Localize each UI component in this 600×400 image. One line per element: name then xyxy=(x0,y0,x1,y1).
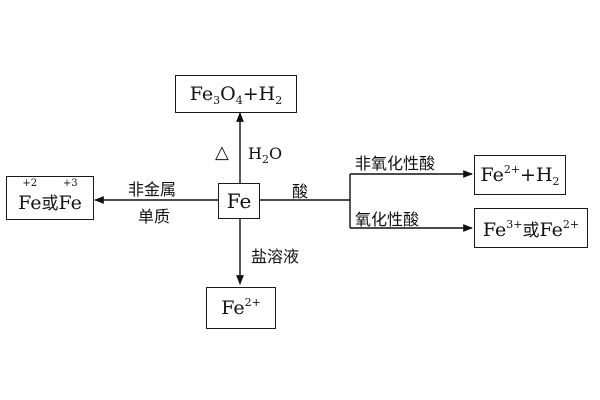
water-h: H xyxy=(248,144,262,163)
center-fe-box: Fe xyxy=(218,183,260,219)
h-subscript: 2 xyxy=(275,94,283,107)
oxidation-state-plus3: +3 xyxy=(62,177,78,189)
nonmetal-reagent-line1: 非金属 xyxy=(128,180,177,199)
fe3-charge: 3+ xyxy=(506,217,523,231)
center-fe-label: Fe xyxy=(226,189,252,213)
heat-condition-symbol: △ xyxy=(215,142,229,163)
water-sub: 2 xyxy=(261,153,269,166)
right-upper-formula: Fe2++H2 xyxy=(480,163,560,188)
top-product-formula: Fe3O4+H2 xyxy=(189,83,283,107)
bottom-product-box: Fe2+ xyxy=(206,287,276,329)
water-o: O xyxy=(268,144,283,163)
right-upper-product-box: Fe2++H2 xyxy=(474,155,566,195)
top-product-box: Fe3O4+H2 xyxy=(175,75,297,113)
h-symbol: H xyxy=(258,83,276,105)
nonmetal-reagent-line2: 单质 xyxy=(138,207,171,226)
h-symbol: H xyxy=(535,164,553,186)
fe-charge: 2+ xyxy=(503,163,521,176)
oxidation-state-plus2: +2 xyxy=(22,177,38,189)
plus-sign: + xyxy=(520,164,536,186)
oxidizing-acid-label: 氧化性酸 xyxy=(355,210,420,229)
o-subscript: 4 xyxy=(235,94,243,107)
fe2-charge: 2+ xyxy=(562,217,580,231)
fe-subscript: 3 xyxy=(213,94,221,107)
fe-symbol-a: Fe xyxy=(482,218,507,241)
or-word: 或 xyxy=(522,220,540,241)
or-word: 或 xyxy=(41,193,59,214)
right-lower-product-box: Fe3+或Fe2+ xyxy=(474,208,588,248)
fe-symbol-b: Fe xyxy=(58,191,82,214)
fe-symbol: Fe xyxy=(480,164,504,186)
right-lower-formula: Fe3+或Fe2+ xyxy=(483,216,579,241)
fe-symbol-a: Fe xyxy=(18,191,42,214)
h-subscript: 2 xyxy=(552,175,560,188)
acid-label: 酸 xyxy=(292,182,309,201)
water-reagent-label: H2O xyxy=(248,144,283,166)
non-oxidizing-acid-label: 非氧化性酸 xyxy=(355,154,436,173)
plus-sign: + xyxy=(242,83,259,105)
bottom-product-formula: Fe2+ xyxy=(221,297,261,319)
fe-symbol: Fe xyxy=(189,83,214,105)
o-symbol: O xyxy=(220,83,236,105)
salt-solution-label: 盐溶液 xyxy=(251,247,300,266)
fe-symbol-b: Fe xyxy=(539,218,563,241)
fe-symbol: Fe xyxy=(221,297,245,319)
fe-charge: 2+ xyxy=(244,296,261,309)
